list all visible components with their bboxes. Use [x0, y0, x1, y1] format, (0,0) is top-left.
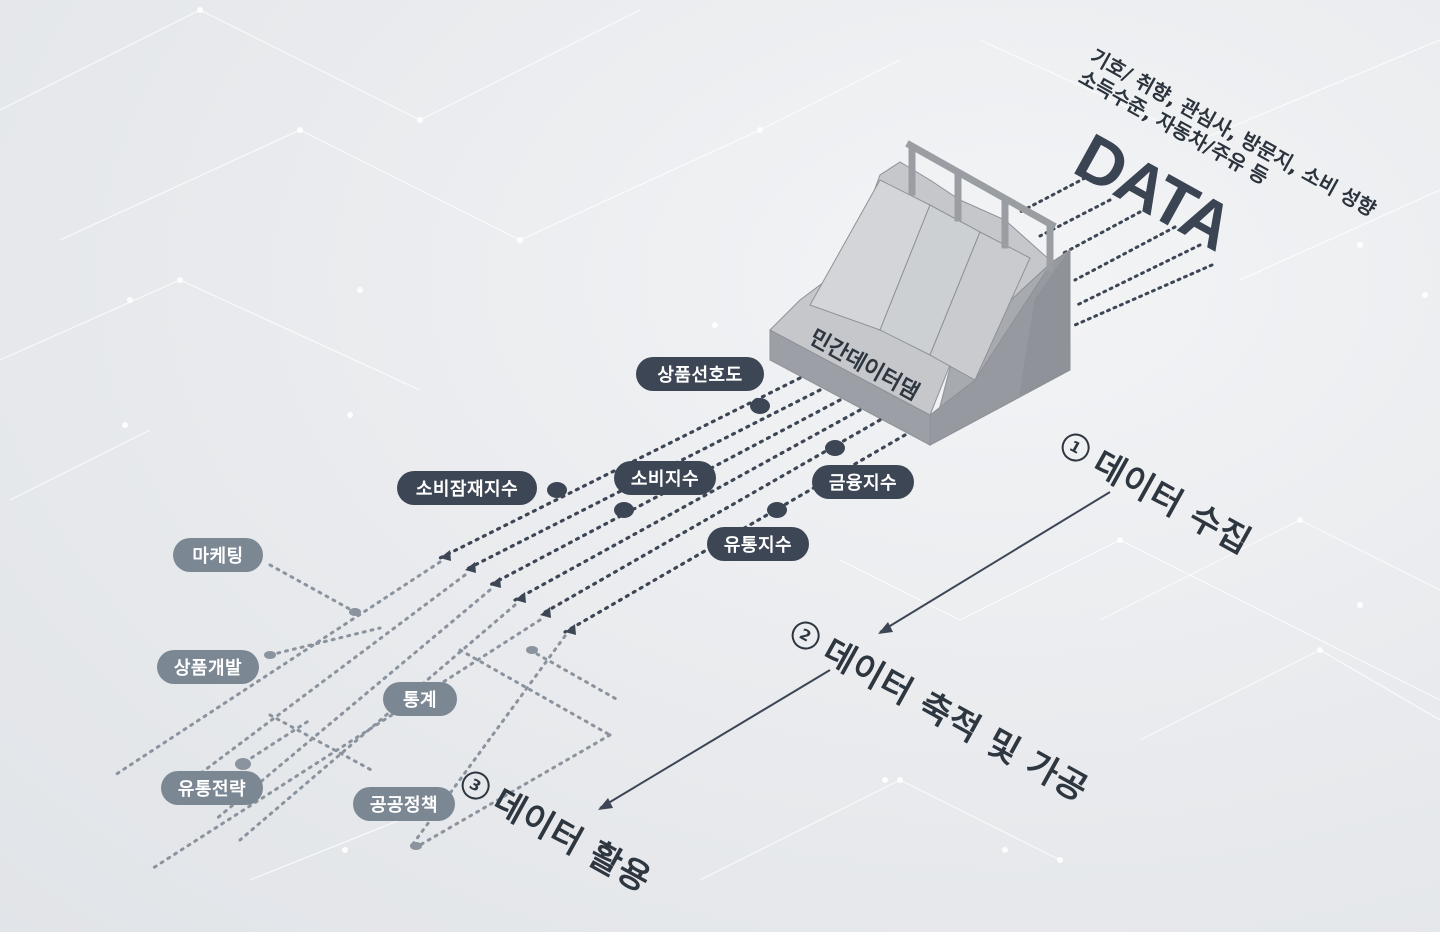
background-nodes [122, 7, 1428, 863]
output-data-lines [438, 376, 907, 634]
use-pill-distribution-strategy: 유통전략 [161, 771, 263, 805]
distribution-lines [113, 560, 620, 872]
index-pill-consumption-potential: 소비잠재지수 [397, 471, 537, 505]
use-pill-product-development: 상품개발 [157, 650, 259, 684]
process-arrows [599, 491, 1111, 809]
use-pill-statistics: 통계 [383, 682, 457, 716]
input-data-lines [1018, 176, 1214, 327]
use-pill-marketing: 마케팅 [173, 538, 263, 572]
output-arrowheads [440, 550, 576, 635]
use-pill-public-policy: 공공정책 [353, 787, 455, 821]
arrow-head-2 [598, 798, 613, 810]
index-pill-consumption: 소비지수 [614, 461, 716, 495]
data-dam [769, 161, 1071, 446]
index-connector-dots [547, 398, 845, 518]
index-pill-distribution: 유통지수 [707, 527, 809, 561]
index-pill-product-preference: 상품선호도 [636, 357, 764, 391]
index-pill-finance: 금융지수 [812, 465, 914, 499]
dam-rail [905, 140, 1057, 272]
distribution-nodes [235, 608, 538, 850]
arrow-head-1 [878, 622, 893, 634]
